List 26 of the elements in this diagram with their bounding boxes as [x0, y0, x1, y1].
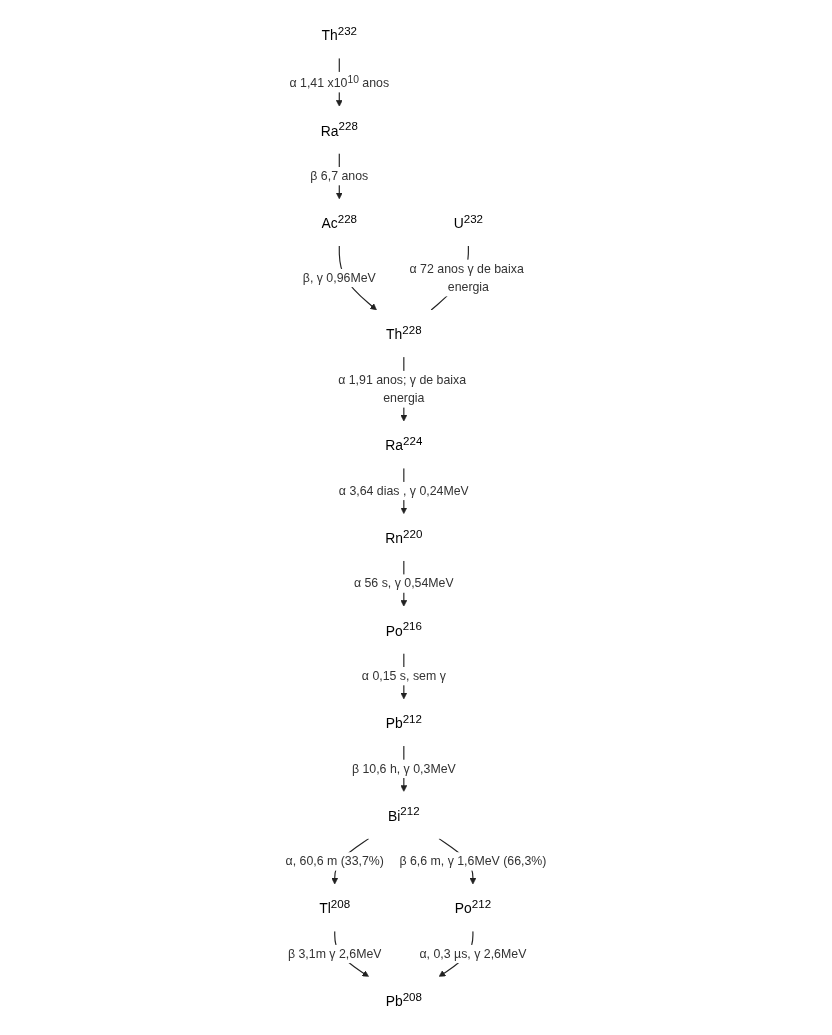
node-text: Th$^{228}$ — [386, 323, 422, 343]
node-text: U$^{232}$ — [453, 212, 484, 232]
edge-label: α, 60,6 m (33,7%) — [285, 854, 384, 868]
node-text: Pb$^{212}$ — [385, 712, 422, 732]
edge-label: α 3,64 dias , γ 0,24MeV — [338, 484, 469, 498]
node-text: Pb$^{208}$ — [385, 989, 422, 1010]
edge-label: α 1,91 anos; γ de baixa energia — [338, 372, 467, 405]
node-text: Ac$^{228}$ — [321, 212, 358, 232]
edge-label: β 6,6 m, γ 1,6MeV (66,3%) — [399, 854, 547, 868]
node-text: Tl$^{208}$ — [319, 897, 351, 917]
node-text: Th$^{232}$ — [321, 24, 358, 44]
edge-label: α, 0,3 µs, γ 2,6MeV — [419, 947, 527, 961]
node-text: Rn$^{220}$ — [385, 526, 423, 547]
edge-label: α 72 anos γ de baixa energia — [409, 261, 524, 294]
node-text: Bi$^{212}$ — [387, 804, 420, 824]
node-text: Po$^{212}$ — [454, 897, 492, 917]
node-text: Po$^{216}$ — [385, 619, 422, 639]
edge-label: α 0,15 s, sem γ — [361, 669, 446, 683]
edge-label: β 6,7 anos — [310, 169, 369, 183]
edge-label: β 3,1m γ 2,6MeV — [287, 947, 382, 961]
edge-label: α 1,41 x10$^{10}$ anos — [289, 73, 390, 90]
node-text: Ra$^{224}$ — [385, 434, 423, 454]
node-text: Ra$^{228}$ — [320, 119, 358, 139]
edge-label: β, γ 0,96MeV — [302, 271, 376, 285]
edge-label: β 10,6 h, γ 0,3MeV — [351, 761, 456, 775]
edge-label: α 56 s, γ 0,54MeV — [353, 576, 454, 590]
